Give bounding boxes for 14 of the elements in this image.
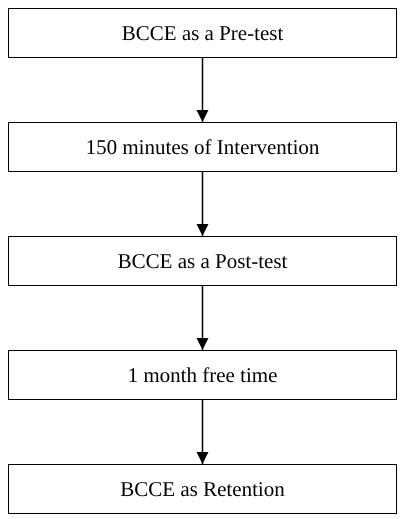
process-box — [8, 350, 397, 400]
step-text: 1 month free time — [128, 362, 278, 388]
process-box — [8, 122, 397, 172]
arrow — [196, 286, 208, 350]
step-text: BCCE as a Post-test — [118, 248, 288, 274]
process-box — [8, 236, 397, 286]
step-text: 150 minutes of Intervention — [86, 134, 320, 160]
step-text: BCCE as Retention — [120, 476, 285, 502]
process-box — [8, 464, 397, 514]
process-box — [8, 8, 397, 58]
arrow — [196, 58, 208, 122]
arrow — [196, 400, 208, 464]
arrow — [196, 172, 208, 236]
step-text: BCCE as a Pre-test — [122, 20, 284, 46]
